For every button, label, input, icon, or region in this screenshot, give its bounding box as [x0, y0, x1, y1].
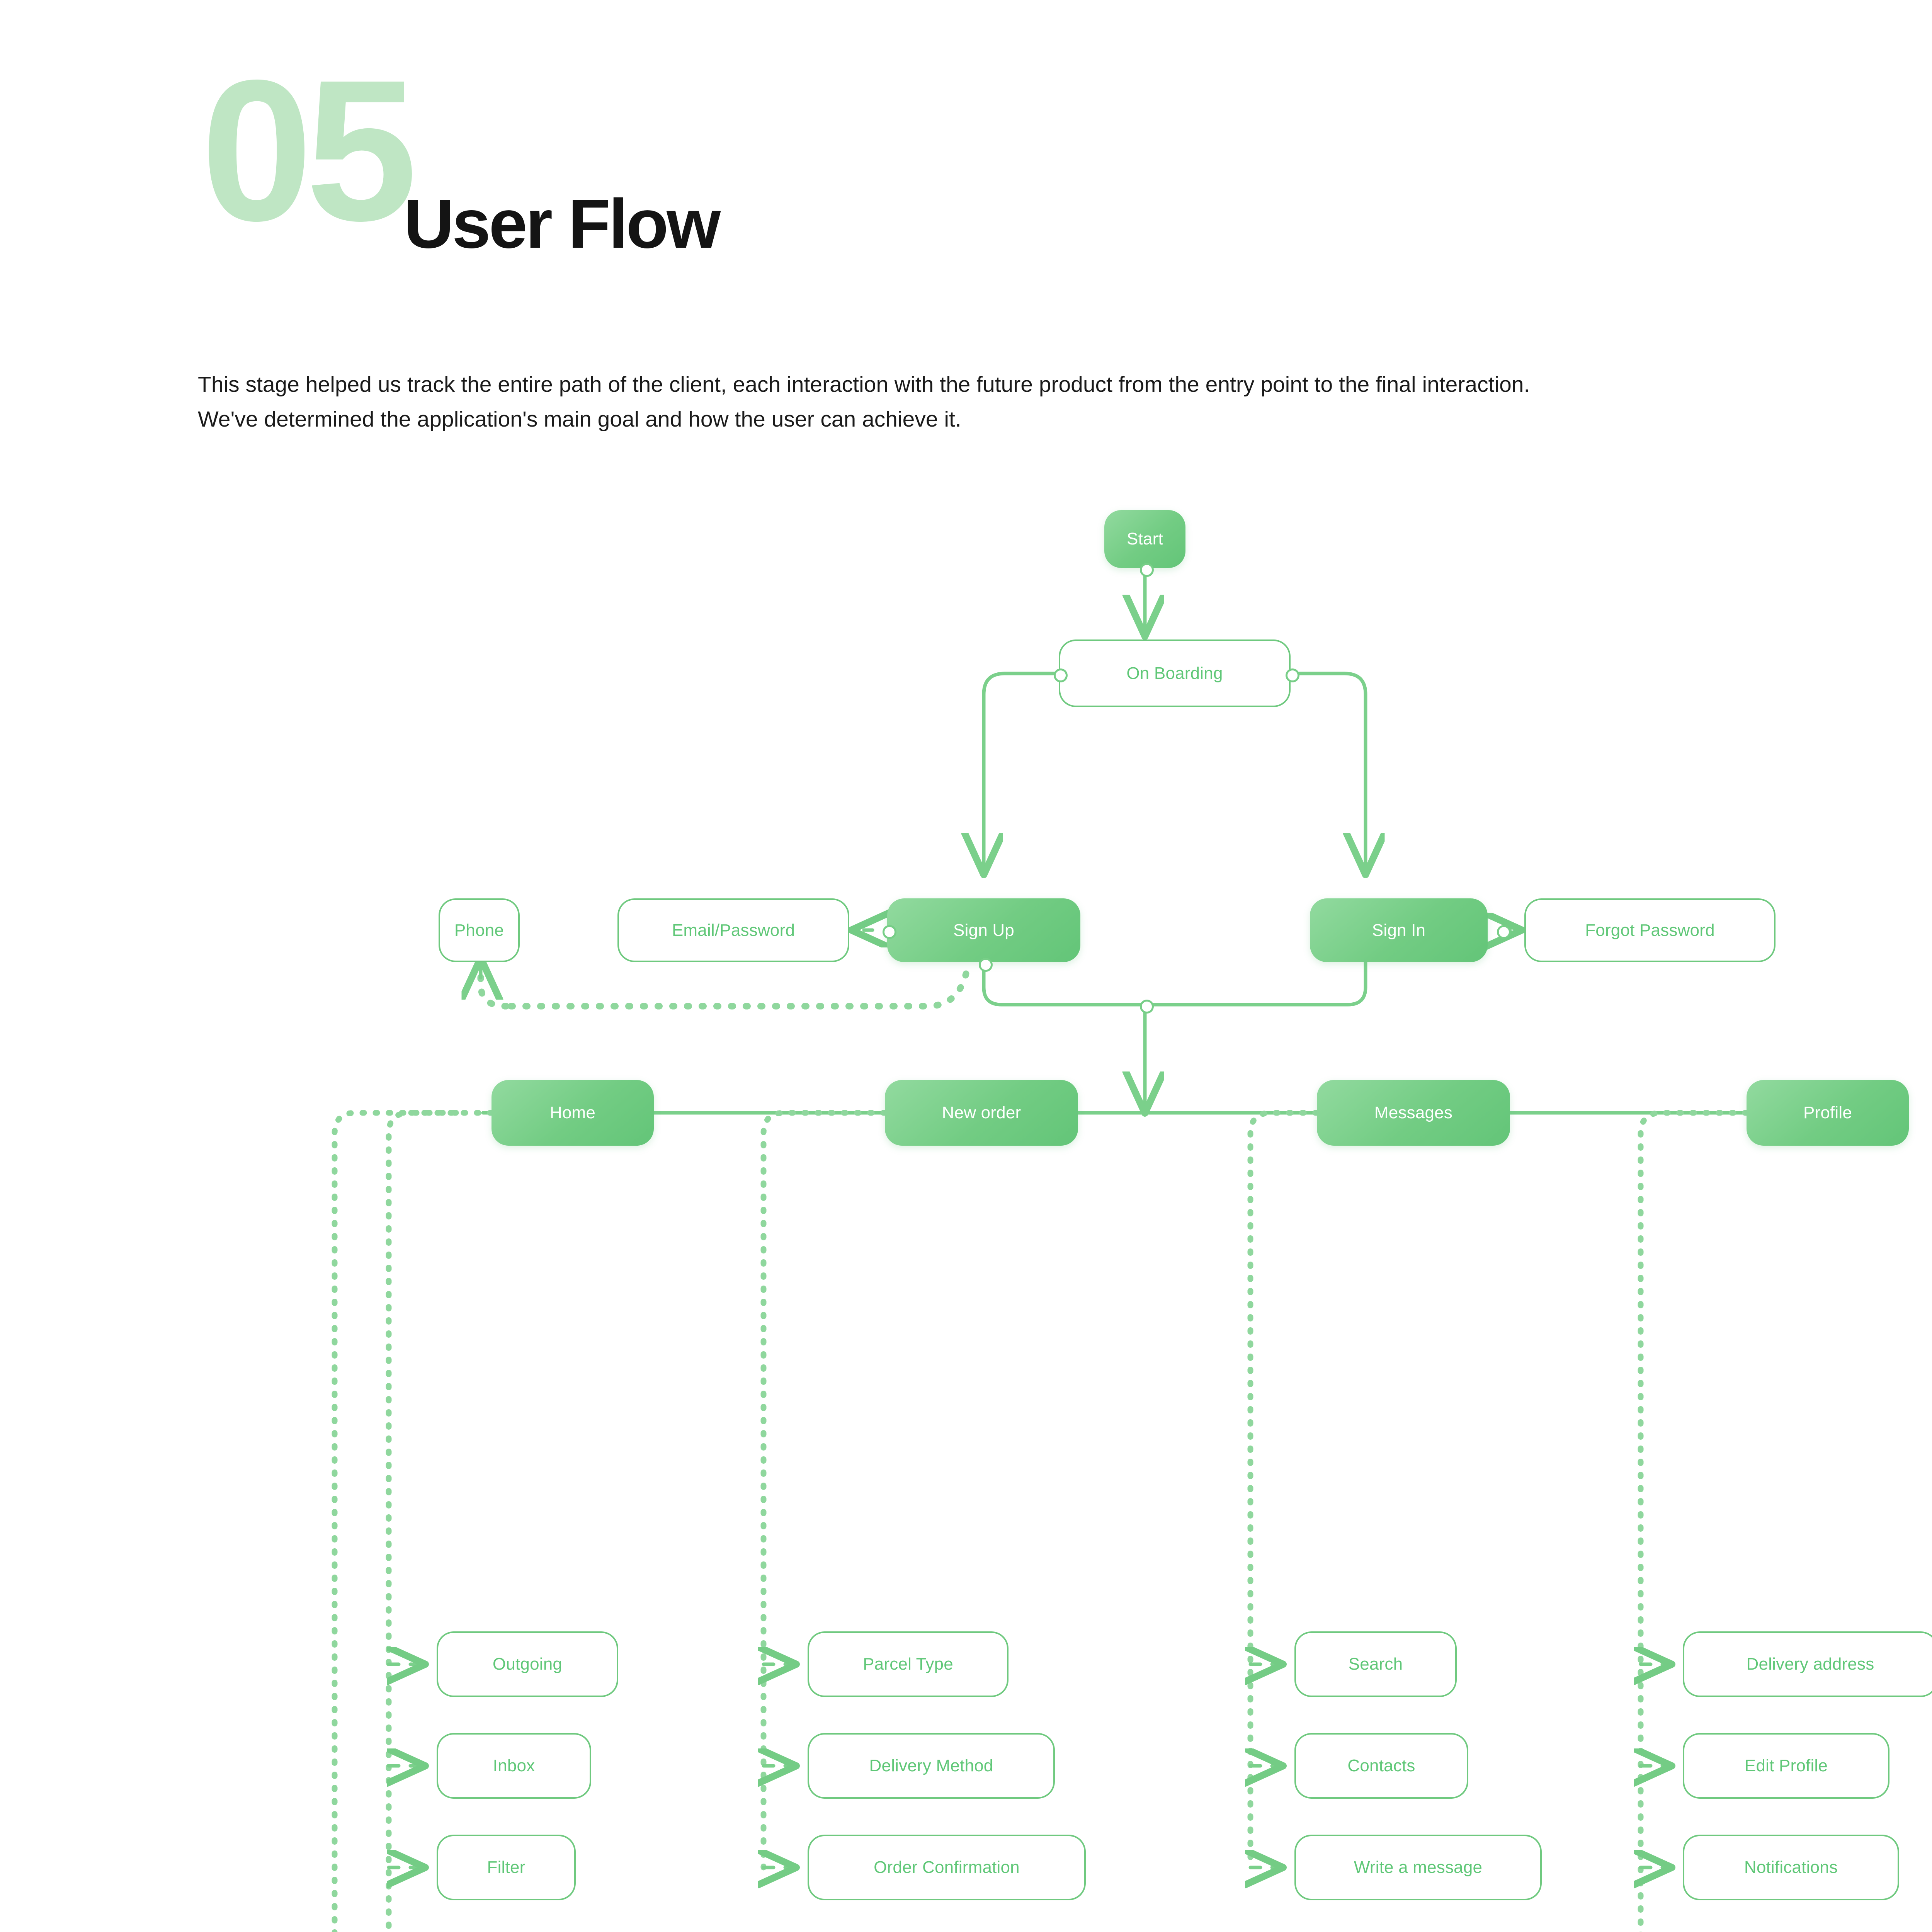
flow-node-search[interactable]: Search — [1294, 1631, 1457, 1697]
flow-node-phone[interactable]: Phone — [439, 898, 520, 962]
page-header: 05 User Flow — [0, 0, 1932, 348]
port-signup-right — [883, 925, 896, 939]
flow-node-delivery-method[interactable]: Delivery Method — [808, 1733, 1055, 1799]
flow-node-write-a-message[interactable]: Write a message — [1294, 1835, 1542, 1900]
port-onboarding-left — [1054, 668, 1068, 682]
flow-node-inbox[interactable]: Inbox — [437, 1733, 591, 1799]
flow-node-home[interactable]: Home — [492, 1080, 654, 1146]
flow-node-email-password[interactable]: Email/Password — [617, 898, 849, 962]
flow-node-start[interactable]: Start — [1104, 510, 1185, 568]
flow-node-label: Edit Profile — [1744, 1756, 1828, 1775]
flow-node-label: Search — [1348, 1655, 1403, 1673]
flow-node-outgoing[interactable]: Outgoing — [437, 1631, 618, 1697]
flow-connectors — [332, 566, 1750, 1932]
intro-paragraph: This stage helped us track the entire pa… — [198, 372, 1530, 432]
port-start-bottom — [1140, 563, 1154, 577]
flow-node-label: Delivery address — [1746, 1655, 1874, 1673]
port-signup-bottom — [979, 958, 993, 972]
flow-node-profile[interactable]: Profile — [1747, 1080, 1909, 1146]
flow-node-delivery-address[interactable]: Delivery address — [1683, 1631, 1932, 1697]
flow-node-label: Inbox — [493, 1756, 535, 1775]
flow-node-label: Delivery Method — [869, 1756, 993, 1775]
flow-node-contacts[interactable]: Contacts — [1294, 1733, 1468, 1799]
flow-node-label: Email/Password — [672, 920, 795, 940]
flow-node-label: Forgot Password — [1585, 920, 1715, 940]
flow-node-edit-profile[interactable]: Edit Profile — [1683, 1733, 1889, 1799]
flow-node-label: Outgoing — [492, 1655, 563, 1673]
flow-node-notifications[interactable]: Notifications — [1683, 1835, 1899, 1900]
flow-node-forgot-password[interactable]: Forgot Password — [1524, 898, 1776, 962]
flow-node-new-order[interactable]: New order — [885, 1080, 1078, 1146]
flow-node-label: On Boarding — [1126, 663, 1223, 683]
port-onboarding-right — [1286, 668, 1299, 682]
port-signin-right — [1497, 925, 1511, 939]
flow-node-label: Sign Up — [953, 920, 1014, 940]
flow-node-filter[interactable]: Filter — [437, 1835, 576, 1900]
port-bus-junction — [1140, 1000, 1154, 1014]
flow-node-messages[interactable]: Messages — [1317, 1080, 1510, 1146]
flow-node-label: New order — [942, 1103, 1021, 1122]
page-title: User Flow — [404, 185, 721, 263]
flow-node-signup[interactable]: Sign Up — [887, 898, 1080, 962]
section-number: 05 — [201, 38, 417, 263]
flow-node-label: Sign In — [1372, 920, 1426, 940]
flow-node-onboarding[interactable]: On Boarding — [1059, 639, 1291, 707]
flow-node-parcel-type[interactable]: Parcel Type — [808, 1631, 1009, 1697]
flow-node-label: Home — [549, 1103, 596, 1122]
flow-node-label: Profile — [1803, 1103, 1852, 1122]
flow-node-label: Start — [1127, 529, 1163, 548]
flow-node-label: Phone — [454, 920, 504, 940]
flow-node-label: Parcel Type — [863, 1655, 953, 1673]
flow-node-label: Contacts — [1347, 1756, 1415, 1775]
flow-node-label: Notifications — [1744, 1858, 1838, 1877]
flow-node-signin[interactable]: Sign In — [1310, 898, 1488, 962]
flow-node-label: Order Confirmation — [874, 1858, 1020, 1877]
flow-node-label: Messages — [1374, 1103, 1453, 1122]
flow-node-label: Filter — [487, 1858, 526, 1877]
flow-node-label: Write a message — [1354, 1858, 1483, 1877]
flow-node-order-confirm[interactable]: Order Confirmation — [808, 1835, 1086, 1900]
